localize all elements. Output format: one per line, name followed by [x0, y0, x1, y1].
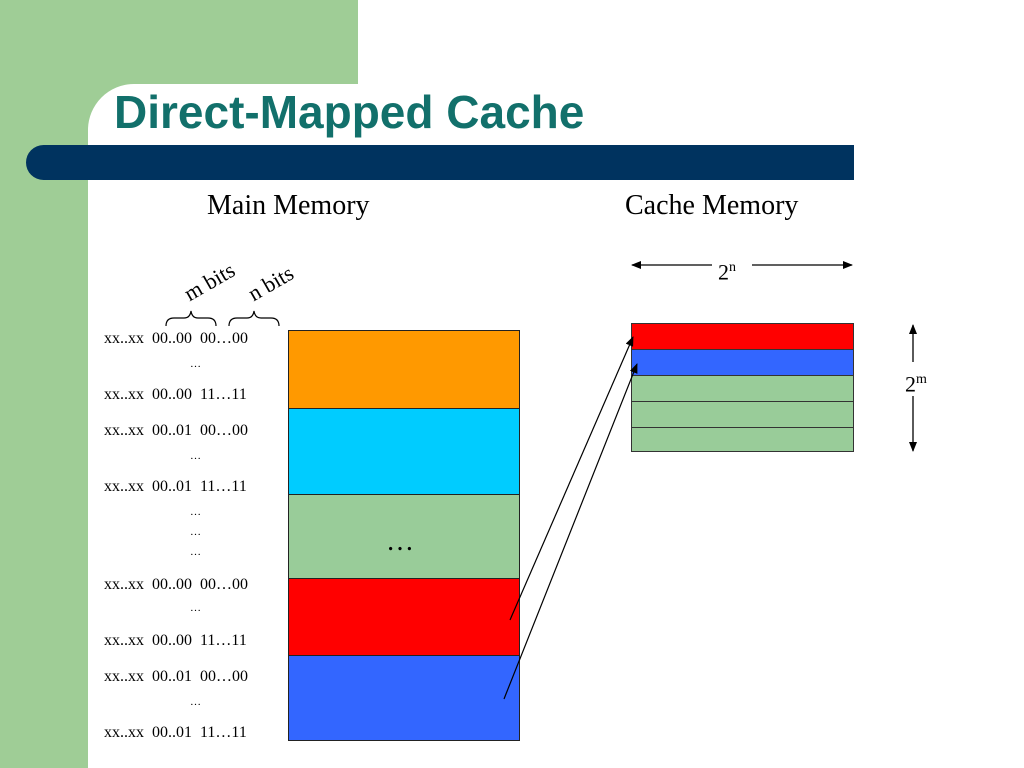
mapping-arrow-blue: [503, 363, 638, 700]
memory-block-orange: [288, 330, 520, 409]
cache-line-green: [631, 427, 854, 452]
small-ellipsis: …: [190, 506, 201, 518]
small-ellipsis: …: [190, 358, 201, 370]
cache-height-label: 2m: [905, 371, 927, 397]
cache-width-label: 2n: [718, 259, 736, 285]
address-label: xx..xx 00..01 00…00: [104, 668, 248, 685]
content-area: [88, 84, 1024, 768]
slide-title: Direct-Mapped Cache: [114, 86, 585, 138]
memory-block-blue: [288, 655, 520, 741]
mapping-arrow-red: [509, 336, 634, 621]
small-ellipsis: …: [190, 696, 201, 708]
n-bits-brace: [228, 310, 280, 327]
cache-line-green: [631, 401, 854, 428]
address-label: xx..xx 00..00 11…11: [104, 632, 247, 649]
address-label: xx..xx 00..01 11…11: [104, 478, 247, 495]
memory-block-cyan: [288, 408, 520, 495]
title-divider-bar: [26, 145, 854, 180]
small-ellipsis: …: [190, 546, 201, 558]
small-ellipsis: …: [190, 450, 201, 462]
block-ellipsis: …: [386, 526, 414, 557]
address-label: xx..xx 00..00 00…00: [104, 576, 248, 593]
main-memory-heading: Main Memory: [207, 190, 370, 221]
small-ellipsis: …: [190, 526, 201, 538]
address-label: xx..xx 00..01 11…11: [104, 724, 247, 741]
small-ellipsis: …: [190, 602, 201, 614]
address-label: xx..xx 00..00 11…11: [104, 386, 247, 403]
cache-memory-heading: Cache Memory: [625, 190, 799, 221]
cache-line-green: [631, 375, 854, 402]
memory-block-green: [288, 494, 520, 579]
address-label: xx..xx 00..01 00…00: [104, 422, 248, 439]
cache-line-blue: [631, 349, 854, 376]
m-bits-brace: [165, 310, 217, 327]
address-label: xx..xx 00..00 00…00: [104, 330, 248, 347]
